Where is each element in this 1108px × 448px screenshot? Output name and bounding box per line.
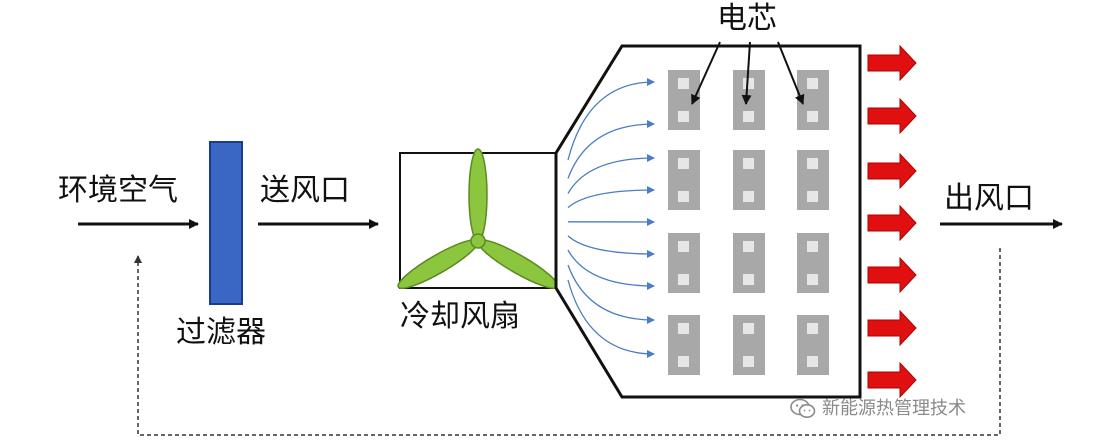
battery-cell bbox=[797, 233, 829, 293]
fan-hub bbox=[471, 234, 485, 248]
battery-cell bbox=[668, 70, 700, 130]
cooling-fan-label: 冷却风扇 bbox=[400, 302, 520, 332]
battery-cell bbox=[733, 150, 765, 210]
battery-cell bbox=[668, 233, 700, 293]
watermark-text: 新能源热管理技术 bbox=[822, 400, 966, 418]
heat-out-arrow bbox=[868, 99, 916, 133]
fan-blade bbox=[469, 149, 487, 241]
heat-out-arrow bbox=[868, 311, 916, 345]
heat-out-arrow bbox=[868, 363, 916, 397]
supply-vent-label: 送风口 bbox=[260, 176, 350, 206]
battery-cell bbox=[797, 315, 829, 375]
battery-cell bbox=[733, 70, 765, 130]
outlet-heat-arrows bbox=[868, 46, 916, 397]
battery-cell bbox=[733, 315, 765, 375]
heat-out-arrow bbox=[868, 154, 916, 188]
outlet-label: 出风口 bbox=[944, 184, 1034, 214]
heat-out-arrow bbox=[868, 206, 916, 240]
ambient-air-label: 环境空气 bbox=[58, 176, 178, 206]
filter-label: 过滤器 bbox=[176, 318, 266, 348]
battery-cell bbox=[797, 150, 829, 210]
battery-cell bbox=[668, 150, 700, 210]
heat-out-arrow bbox=[868, 46, 916, 80]
filter-block bbox=[210, 142, 242, 304]
cells-label: 电芯 bbox=[717, 4, 777, 34]
battery-cell bbox=[668, 315, 700, 375]
battery-cell bbox=[733, 233, 765, 293]
wechat-icon bbox=[790, 398, 816, 420]
heat-out-arrow bbox=[868, 258, 916, 292]
